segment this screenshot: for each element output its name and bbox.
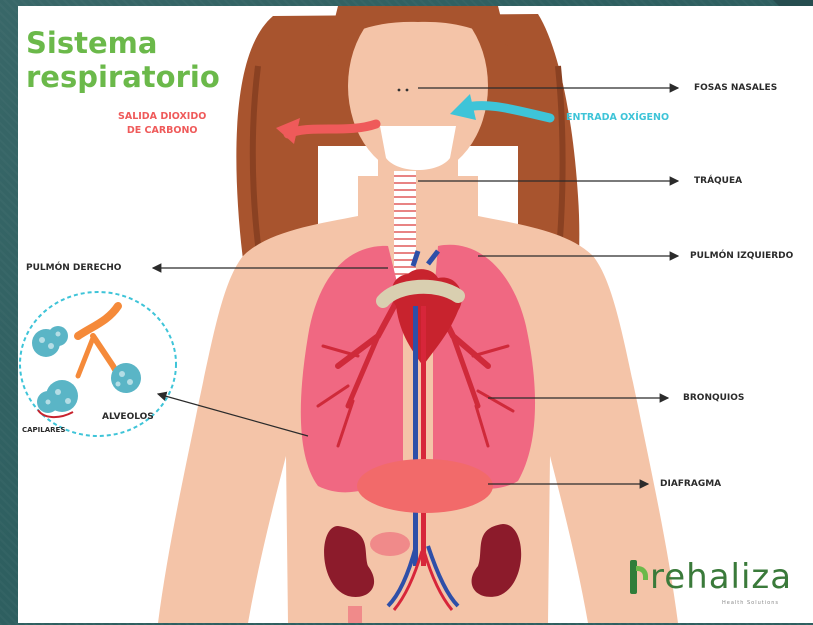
logo-mark-icon — [628, 558, 648, 596]
infographic-panel: Sistema respiratorio SALIDA DIOXIDO DE C… — [18, 6, 813, 623]
anatomy-illustration — [18, 6, 813, 623]
label-co2-line-1: SALIDA DIOXIDO — [118, 110, 206, 124]
label-co2-line-2: DE CARBONO — [118, 124, 206, 138]
aorta-descending — [421, 306, 426, 566]
logo-tagline: Health Solutions — [722, 600, 779, 606]
title-line-1: Sistema — [26, 26, 220, 60]
nostril-left — [398, 89, 401, 92]
rehaliza-logo: rehaliza — [628, 554, 792, 600]
title-line-2: respiratorio — [26, 60, 220, 94]
logo-text: rehaliza — [650, 557, 792, 597]
label-traquea: TRÁQUEA — [694, 176, 742, 186]
label-bronquios: BRONQUIOS — [683, 393, 744, 403]
pelvis-spine — [348, 606, 362, 623]
bladder — [370, 532, 410, 556]
label-alveolos: ALVEOLOS — [102, 412, 154, 422]
label-capilares: CAPILARES — [22, 426, 65, 434]
vena-cava — [413, 306, 418, 566]
label-co2-exit: SALIDA DIOXIDO DE CARBONO — [118, 110, 206, 138]
label-pulmon-derecho: PULMÓN DERECHO — [26, 263, 121, 273]
label-o2-entry: ENTRADA OXÍGENO — [566, 112, 669, 123]
nostril-right — [406, 89, 409, 92]
page-title: Sistema respiratorio — [26, 26, 220, 94]
label-pulmon-izquierdo: PULMÓN IZQUIERDO — [690, 251, 793, 261]
label-diafragma: DIAFRAGMA — [660, 479, 721, 489]
label-fosas-nasales: FOSAS NASALES — [694, 83, 777, 93]
diaphragm — [357, 459, 493, 513]
